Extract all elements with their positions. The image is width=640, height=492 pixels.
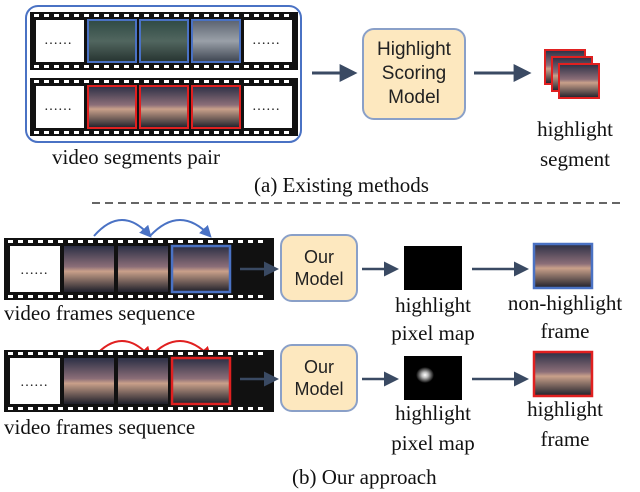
video-frame (87, 19, 137, 63)
film-strip-row-2 (4, 350, 274, 412)
video-frame (118, 246, 168, 292)
model-label: Highlight Scoring Model (377, 39, 451, 108)
section-a-title: (a) Existing methods (254, 173, 429, 197)
sprocket-holes (8, 352, 263, 410)
current-frame (170, 244, 232, 294)
segments-pair-frame (25, 5, 302, 143)
current-frame (170, 356, 232, 406)
blank-frame (36, 86, 84, 128)
map-label: highlight (395, 401, 471, 425)
highlight-segment-stack (544, 49, 600, 99)
ellipsis: …… (252, 33, 280, 48)
model-label: Model (294, 379, 344, 399)
video-frame (139, 19, 189, 63)
model-label: Model (294, 269, 344, 289)
segments-pair-caption: video segments pair (52, 145, 220, 169)
ellipsis: …… (20, 263, 48, 278)
sprocket-holes (8, 240, 263, 298)
blue-arc (93, 219, 152, 238)
film-strip-top-2 (30, 78, 298, 136)
film-strip-row-1 (4, 238, 274, 300)
map-label: pixel map (391, 431, 475, 455)
highlight-scoring-model: Highlight Scoring Model (362, 28, 466, 120)
our-model-box: Our Model (280, 234, 358, 302)
blank-frame (10, 246, 60, 292)
pixel-map-highlight (404, 356, 462, 400)
ellipsis: …… (252, 99, 280, 114)
frames-sequence-caption: video frames sequence (4, 301, 196, 325)
model-label: Our (303, 357, 334, 377)
output-label: frame (540, 319, 590, 343)
ellipsis: …… (44, 99, 72, 114)
output-label: non-highlight (507, 291, 623, 315)
video-frame (64, 246, 114, 292)
model-label: Our (303, 247, 334, 267)
ellipsis: …… (20, 375, 48, 390)
map-label: highlight (395, 293, 471, 317)
sprocket-holes (34, 80, 289, 134)
film-strip-top-1 (30, 12, 298, 70)
pixel-map-empty (404, 246, 462, 290)
output-label: segment (540, 147, 610, 171)
output-label: frame (540, 427, 590, 451)
section-b-title: (b) Our approach (292, 465, 437, 489)
video-frame (64, 358, 114, 404)
our-model-box: Our Model (280, 344, 358, 412)
non-highlight-frame-thumb (532, 242, 594, 290)
video-frame (87, 85, 137, 129)
blank-frame (36, 20, 84, 62)
output-label: highlight (537, 117, 613, 141)
map-label: pixel map (391, 321, 475, 345)
blank-frame (244, 20, 292, 62)
video-frame (118, 358, 168, 404)
blank-frame (10, 358, 60, 404)
sprocket-holes (34, 14, 289, 68)
video-frame (191, 19, 241, 63)
output-label: highlight (527, 397, 603, 421)
highlight-frame-thumb (532, 350, 594, 398)
blank-frame (244, 86, 292, 128)
ellipsis: …… (44, 33, 72, 48)
video-frame (139, 85, 189, 129)
blue-arc (149, 219, 212, 238)
frames-sequence-caption: video frames sequence (4, 415, 196, 439)
video-frame (191, 85, 241, 129)
